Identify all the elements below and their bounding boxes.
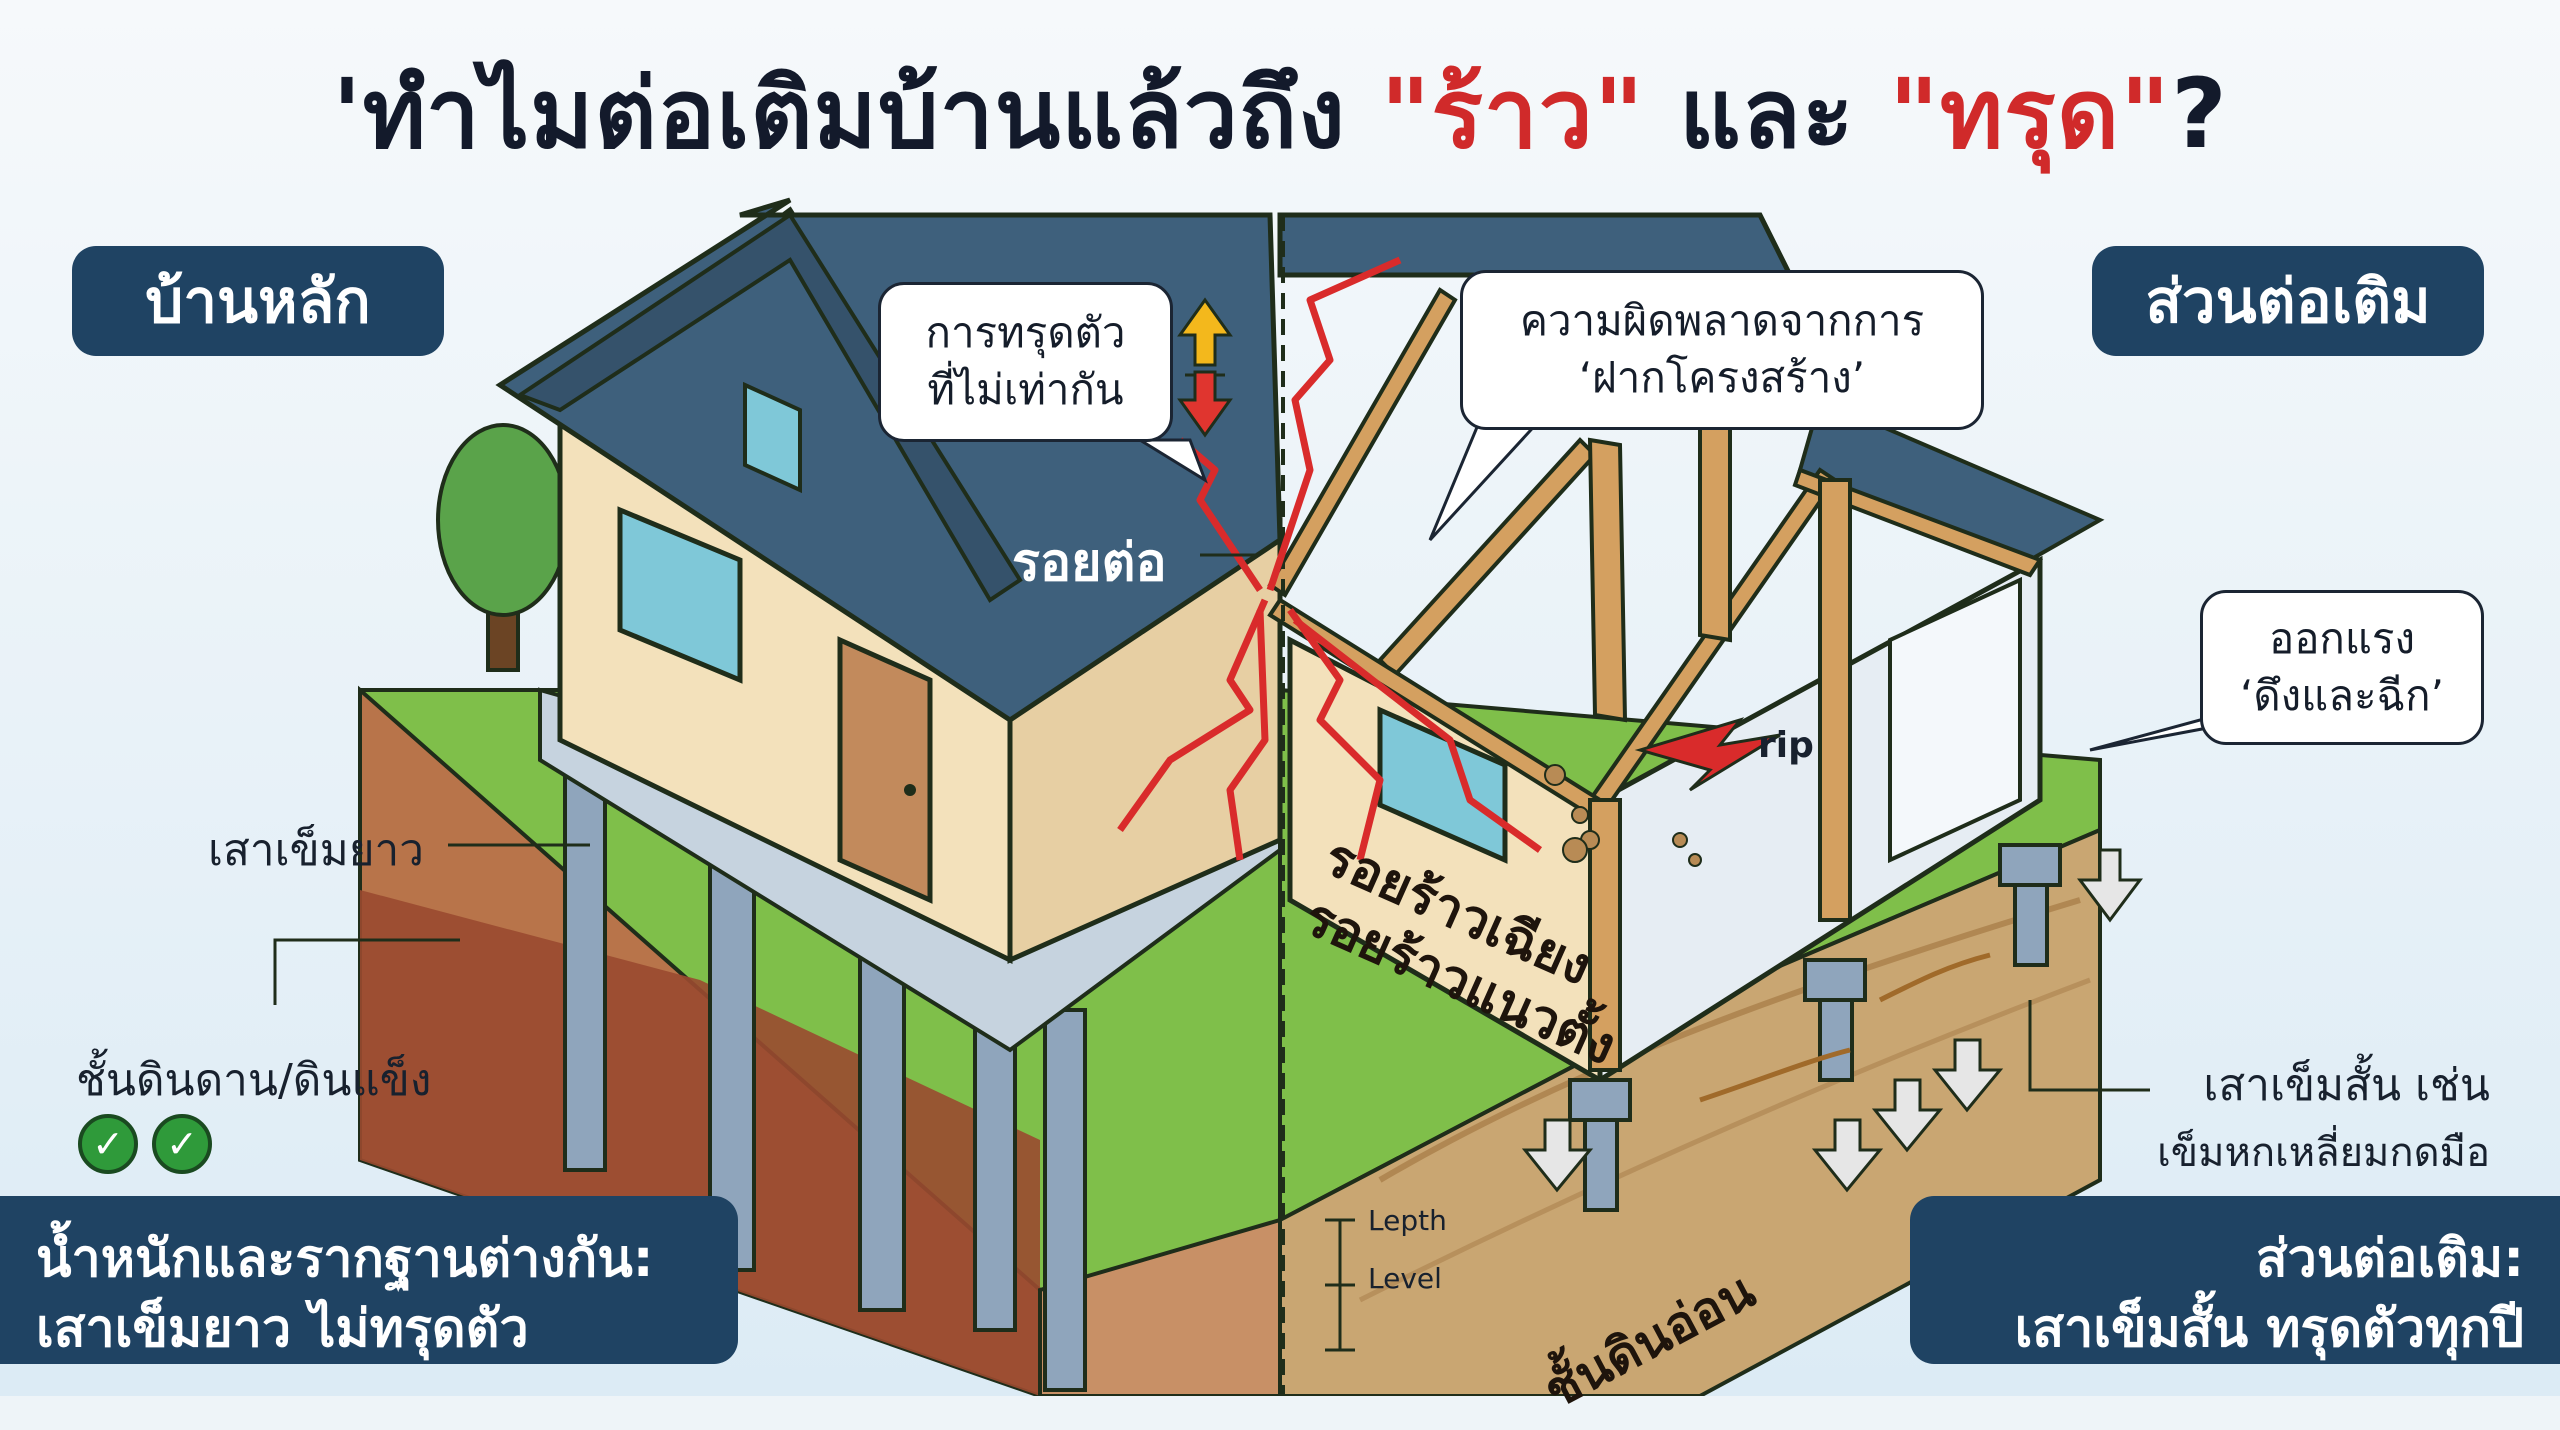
depth-label: Lepth — [1368, 1204, 1447, 1237]
title-settle-word: "ทรุด" — [1888, 58, 2172, 170]
main-roof-gable — [515, 212, 1023, 603]
rip-label: rip — [1758, 725, 1814, 766]
up-arrow-icon — [1177, 297, 1233, 367]
illustration — [0, 0, 2560, 1396]
bubble-structure-mistake: ความผิดพลาดจากการ‘ฝากโครงสร้าง’ — [1460, 270, 1984, 430]
main-house-header: บ้านหลัก — [72, 246, 444, 356]
long-pile-label: เสาเข็มยาว — [208, 825, 424, 876]
extension-roof — [1277, 212, 1795, 278]
extension-header: ส่วนต่อเติม — [2092, 246, 2484, 356]
bubble-uneven-settlement: การทรุดตัวที่ไม่เท่ากัน — [878, 282, 1173, 442]
bottom-right-summary: ส่วนต่อเติม:เสาเข็มสั้น ทรุดตัวทุกปี — [1910, 1196, 2560, 1364]
short-pile-label: เสาเข็มสั้น เช่นเข็มหกเหลี่ยมกดมือ — [2157, 1060, 2490, 1176]
short-piles — [1568, 843, 2062, 1212]
rip-arrow-icon — [1634, 717, 1781, 792]
tree-crown — [436, 423, 570, 617]
hard-soil-label: ชั้นดินดาน/ดินแข็ง — [76, 1055, 432, 1106]
bottom-left-summary: น้ำหนักและรากฐานต่างกัน:เสาเข็มยาว ไม่ทร… — [0, 1196, 738, 1364]
flow-arrow-icon — [1699, 1047, 1851, 1103]
wood-truss — [1267, 287, 2044, 1072]
check-icon: ✓ — [152, 1114, 212, 1174]
title-crack-word: "ร้าว" — [1380, 58, 1645, 170]
crack-lines — [1117, 256, 1543, 861]
bubble-pulling-force: ออกแรง‘ดึงและฉีก’ — [2200, 590, 2484, 745]
main-door — [837, 636, 933, 904]
page-title: 'ทำไมต่อเติมบ้านแล้วถึง "ร้าว" และ "ทรุด… — [332, 58, 2228, 170]
settle-arrows — [1521, 848, 2143, 1193]
depth-ruler — [1325, 1218, 1355, 1352]
down-arrow-icon — [1177, 370, 1233, 438]
joint-label: รอยต่อ — [1012, 533, 1167, 593]
soil-left-side — [1038, 1217, 1282, 1396]
level-label: Level — [1368, 1262, 1442, 1295]
check-icon: ✓ — [78, 1114, 138, 1174]
